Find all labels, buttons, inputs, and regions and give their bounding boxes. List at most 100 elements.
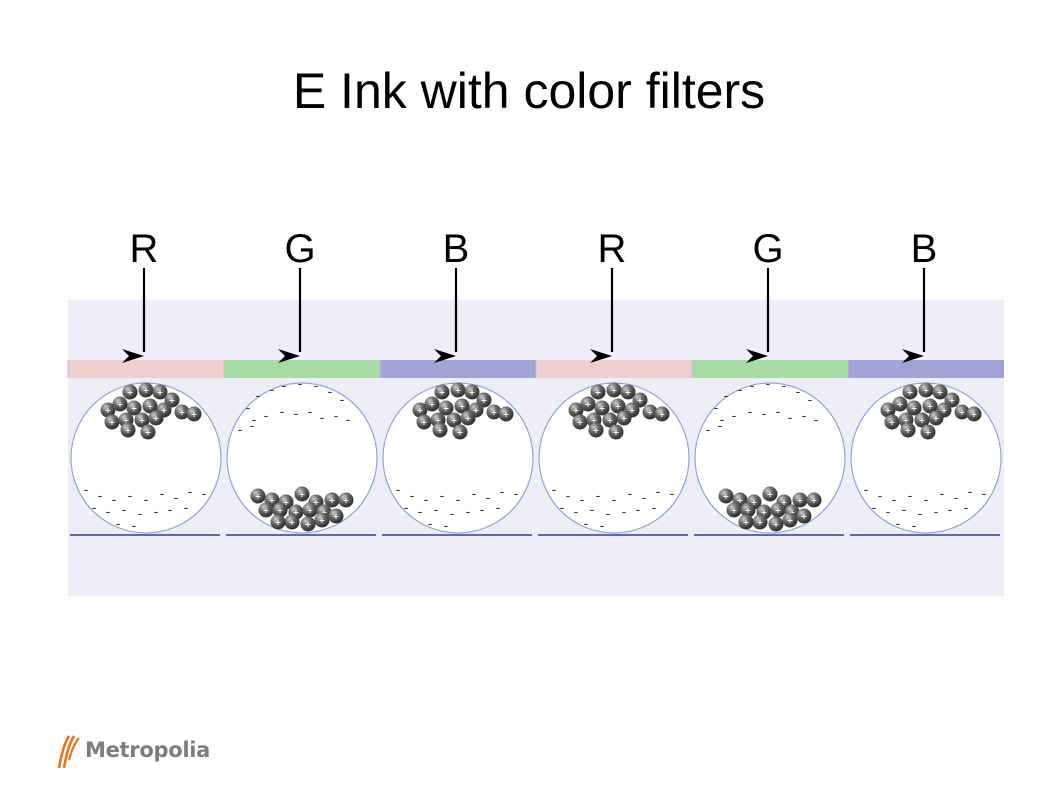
positive-particle	[122, 384, 138, 400]
negative-charge: -	[954, 491, 959, 506]
negative-charge: -	[918, 507, 923, 522]
positive-particle	[770, 502, 786, 518]
negative-charge: -	[574, 505, 579, 520]
positive-particle	[324, 492, 340, 508]
positive-particle	[718, 488, 734, 504]
positive-sign: +	[255, 492, 262, 501]
positive-particle	[918, 382, 934, 398]
positive-particle	[740, 502, 756, 518]
positive-sign: +	[305, 520, 312, 529]
negative-charge: -	[788, 411, 793, 426]
positive-sign: +	[299, 490, 306, 499]
positive-particle	[726, 502, 742, 518]
positive-particle	[432, 422, 448, 438]
positive-particle	[412, 402, 428, 418]
positive-particle	[608, 424, 624, 440]
positive-sign: +	[503, 410, 510, 419]
negative-charge: -	[160, 487, 165, 502]
negative-charge: -	[934, 505, 939, 520]
positive-sign: +	[421, 418, 428, 427]
negative-charge: -	[202, 487, 207, 502]
negative-charge: -	[500, 485, 505, 500]
negative-charge: -	[250, 419, 255, 434]
positive-sign: +	[927, 402, 934, 411]
negative-charge: -	[808, 393, 813, 408]
color-filter-g	[224, 360, 380, 378]
positive-sign: +	[169, 396, 176, 405]
positive-particle	[112, 396, 128, 412]
negative-charge: -	[670, 487, 675, 502]
positive-sign: +	[131, 404, 138, 413]
positive-particle	[152, 384, 168, 400]
positive-particle	[914, 412, 930, 428]
positive-sign: +	[621, 414, 628, 423]
negative-charge: -	[584, 517, 589, 532]
positive-sign: +	[925, 428, 932, 437]
positive-sign: +	[595, 388, 602, 397]
negative-charge: -	[346, 413, 351, 428]
negative-charge: -	[968, 485, 973, 500]
positive-sign: +	[157, 388, 164, 397]
negative-charge: -	[908, 489, 913, 504]
negative-charge: -	[750, 379, 755, 394]
positive-particle	[250, 488, 266, 504]
positive-particle	[476, 392, 492, 408]
negative-charge: -	[748, 405, 753, 420]
positive-particle	[164, 392, 180, 408]
subpixel-cell-g: G------------------+++++++++++++++++	[223, 227, 380, 536]
positive-sign: +	[417, 406, 424, 415]
positive-particle	[174, 404, 190, 420]
positive-sign: +	[889, 418, 896, 427]
negative-charge: -	[738, 383, 743, 398]
negative-charge: -	[246, 401, 251, 416]
positive-sign: +	[959, 408, 966, 417]
subpixel-cell-g: G------------------+++++++++++++++++	[691, 227, 848, 536]
negative-charge: -	[138, 507, 143, 522]
positive-particle	[300, 516, 316, 532]
positive-sign: +	[481, 396, 488, 405]
slide-title: E Ink with color filters	[292, 63, 766, 119]
positive-sign: +	[117, 400, 124, 409]
negative-charge: -	[308, 405, 313, 420]
positive-sign: +	[333, 512, 340, 521]
negative-charge: -	[724, 389, 729, 404]
negative-charge: -	[514, 487, 519, 502]
negative-charge: -	[782, 379, 787, 394]
positive-sign: +	[625, 388, 632, 397]
negative-charge: -	[154, 505, 159, 520]
negative-charge: -	[410, 489, 415, 504]
positive-sign: +	[437, 426, 444, 435]
positive-particle	[884, 414, 900, 430]
positive-sign: +	[319, 516, 326, 525]
color-filter-r	[68, 360, 224, 378]
positive-sign: +	[109, 418, 116, 427]
negative-charge: -	[132, 519, 137, 534]
positive-sign: +	[191, 410, 198, 419]
negative-charge: -	[480, 503, 485, 518]
positive-sign: +	[593, 426, 600, 435]
positive-sign: +	[123, 416, 130, 425]
positive-particle	[906, 400, 922, 416]
positive-sign: +	[907, 388, 914, 397]
positive-particle	[616, 410, 632, 426]
positive-particle	[954, 404, 970, 420]
positive-particle	[572, 414, 588, 430]
negative-charge: -	[116, 517, 121, 532]
negative-charge: -	[948, 503, 953, 518]
positive-particle	[498, 406, 514, 422]
negative-charge: -	[184, 501, 189, 516]
positive-sign: +	[903, 416, 910, 425]
positive-sign: +	[307, 506, 314, 515]
negative-charge: -	[128, 489, 133, 504]
positive-particle	[620, 384, 636, 400]
positive-particle	[880, 402, 896, 418]
negative-charge: -	[924, 493, 929, 508]
positive-particle	[928, 410, 944, 426]
subpixel-label: B	[911, 227, 938, 271]
negative-charge: -	[796, 385, 801, 400]
positive-sign: +	[577, 418, 584, 427]
negative-charge: -	[264, 409, 269, 424]
negative-charge: -	[814, 413, 819, 428]
arrow-head-icon	[278, 349, 300, 363]
positive-particle	[768, 516, 784, 532]
